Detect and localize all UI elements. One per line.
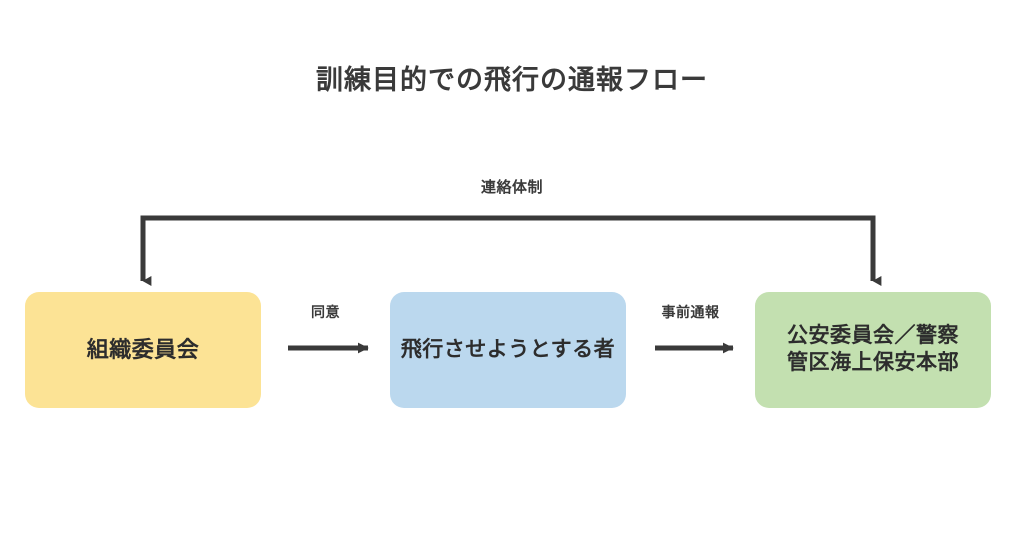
node-label: 公安委員会／警察 管区海上保安本部 bbox=[787, 324, 959, 374]
node-authorities[interactable]: 公安委員会／警察 管区海上保安本部 bbox=[755, 292, 991, 408]
edge-label-consent: 同意 bbox=[311, 304, 340, 320]
node-label: 組織委員会 bbox=[86, 336, 200, 362]
node-organizing-committee[interactable]: 組織委員会 bbox=[25, 292, 261, 408]
edge-label-contact-system: 連絡体制 bbox=[480, 179, 543, 196]
edge-label-advance-notice: 事前通報 bbox=[661, 304, 720, 320]
node-operator[interactable]: 飛行させようとする者 bbox=[390, 292, 626, 408]
connector-contact-system bbox=[140, 215, 882, 286]
node-label: 飛行させようとする者 bbox=[400, 337, 616, 361]
page-title: 訓練目的での飛行の通報フロー bbox=[316, 65, 708, 95]
